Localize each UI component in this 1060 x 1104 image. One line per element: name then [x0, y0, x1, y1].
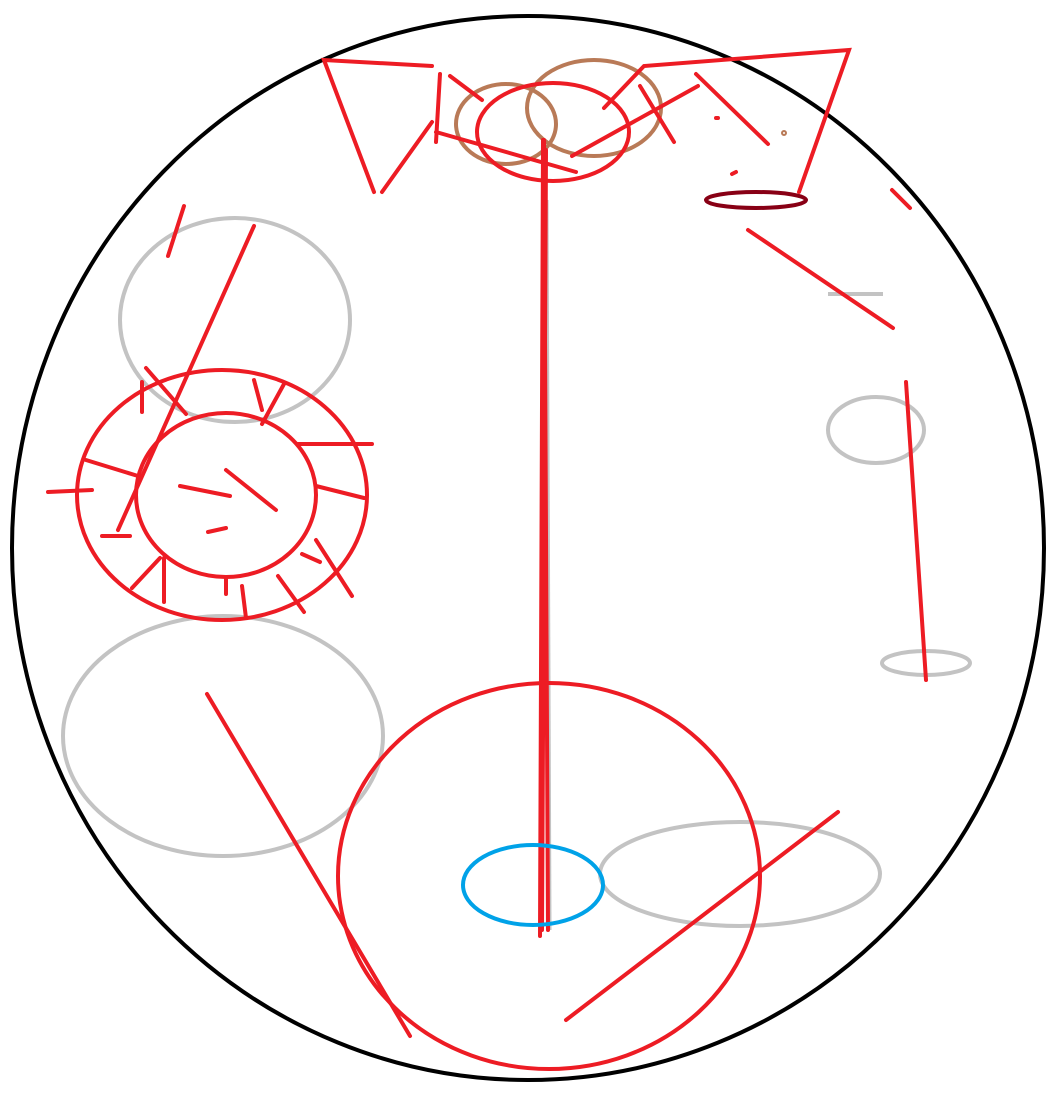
red-ring-spokes [46, 366, 374, 620]
red-ring-outer [75, 368, 369, 622]
red-lower-left-diagonal [205, 692, 412, 1038]
brown-ellipse-left [454, 82, 558, 166]
red-shapes [46, 47, 928, 1071]
dark-red-ellipse [704, 190, 808, 210]
red-vertical-spike [538, 138, 550, 938]
gray-ellipse-upper-left [118, 216, 352, 424]
red-left-diagonal [116, 204, 256, 532]
gray-ellipse-lower-left [61, 614, 385, 858]
red-top-right-shape [570, 47, 852, 194]
red-lower-right-diagonal [564, 810, 840, 1022]
red-top-left-shape [321, 57, 578, 194]
red-small-marks [714, 116, 912, 210]
blue-ellipse [461, 843, 605, 927]
red-ellipse-top [475, 81, 631, 183]
red-right-lines [746, 228, 928, 682]
red-circle-large [336, 681, 762, 1071]
gray-ellipse-mid-right [826, 395, 926, 465]
outer-circle [10, 14, 1046, 1082]
brown-dot [781, 130, 787, 136]
